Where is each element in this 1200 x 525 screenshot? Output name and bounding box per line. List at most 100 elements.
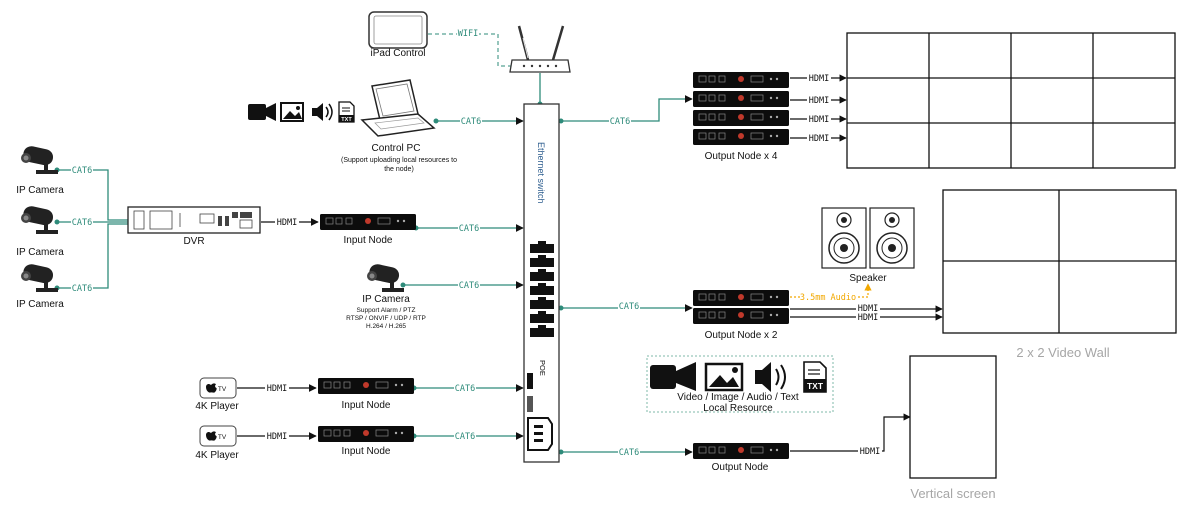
image-icon	[280, 102, 304, 122]
cat6-label: CAT6	[618, 447, 640, 458]
input-node: Input Node	[317, 377, 415, 411]
svg-text:TV: TV	[218, 386, 227, 393]
cat6-label: CAT6	[71, 283, 93, 294]
input-node: Input Node	[317, 425, 415, 457]
laptop-icon: Control PC (Support uploading local reso…	[341, 79, 457, 173]
hdmi-label: HDMI	[856, 304, 880, 314]
svg-text:CAT6: CAT6	[455, 384, 475, 394]
local-resource-panel: TXT Video / Image / Audio / Text Local R…	[646, 355, 834, 414]
audio-icon	[312, 103, 333, 121]
apple-logo-icon	[206, 383, 217, 393]
audio-icon	[755, 362, 786, 392]
vertical-screen-label: Vertical screen	[910, 486, 995, 501]
output-node-x2: Output Node x 2	[692, 289, 790, 341]
4k-player-label: 4K Player	[195, 401, 239, 412]
output-node-label: Output Node x 2	[705, 330, 778, 341]
cat6-label: CAT6	[609, 116, 631, 127]
svg-text:CAT6: CAT6	[610, 117, 630, 127]
output-node-single: Output Node	[692, 442, 790, 473]
switch-label: Ethernet switch	[536, 142, 546, 204]
local-resource-title: Local Resource	[703, 403, 773, 414]
wifi-label: WIFI	[457, 29, 479, 39]
hdmi-label: HDMI	[807, 114, 831, 125]
video-wall-large	[846, 32, 1176, 169]
svg-text:WIFI: WIFI	[458, 29, 478, 39]
ip-camera-3: IP Camera	[16, 262, 64, 310]
ip-camera-label: IP Camera	[16, 185, 64, 196]
hdmi-label: HDMI	[858, 446, 882, 457]
cat6-label: CAT6	[71, 165, 93, 176]
switch-poe-label: POE	[538, 360, 547, 376]
ipad-device: iPad Control	[368, 11, 428, 59]
svg-text:3.5mm Audio: 3.5mm Audio	[800, 293, 856, 303]
svg-text:HDMI: HDMI	[267, 384, 287, 394]
svg-text:CAT6: CAT6	[455, 432, 475, 442]
svg-text:CAT6: CAT6	[461, 117, 481, 127]
input-node-label: Input Node	[342, 446, 391, 457]
4k-player-label: 4K Player	[195, 450, 239, 461]
switch-ports	[530, 241, 554, 337]
hdmi-label: HDMI	[807, 95, 831, 106]
svg-text:HDMI: HDMI	[858, 313, 878, 323]
ip-camera-support-text: Support Alarm / PTZ	[357, 307, 416, 314]
svg-text:HDMI: HDMI	[267, 432, 287, 442]
svg-text:CAT6: CAT6	[72, 218, 92, 228]
cat6-label: CAT6	[460, 116, 482, 127]
speaker-icon: Speaker	[821, 207, 915, 284]
audio-label: 3.5mm Audio	[800, 292, 856, 303]
ethernet-switch: Ethernet switch POE	[523, 103, 560, 463]
vertical-screen: Vertical screen	[909, 355, 997, 501]
svg-text:CAT6: CAT6	[72, 284, 92, 294]
ip-camera-middle: IP Camera Support Alarm / PTZ RTSP / ONV…	[346, 262, 426, 330]
video-wall-2x2: 2 x 2 Video Wall	[942, 189, 1177, 360]
svg-text:CAT6: CAT6	[619, 448, 639, 458]
output-node-label: Output Node	[712, 462, 769, 473]
ip-camera-label: IP Camera	[16, 299, 64, 310]
speaker-label: Speaker	[849, 273, 887, 284]
svg-text:TV: TV	[218, 434, 227, 441]
svg-text:HDMI: HDMI	[809, 134, 829, 144]
connection-dots	[54, 101, 564, 455]
control-pc-note: the node)	[384, 166, 414, 173]
cat6-label: CAT6	[454, 431, 476, 442]
cat6-label: CAT6	[71, 217, 93, 228]
svg-text:HDMI: HDMI	[858, 304, 878, 314]
video-wall-label: 2 x 2 Video Wall	[1016, 345, 1109, 360]
output-node-label: Output Node x 4	[705, 151, 778, 162]
cat6-label: CAT6	[458, 223, 480, 234]
dvr-label: DVR	[183, 236, 204, 247]
hdmi-label: HDMI	[807, 73, 831, 84]
input-node: Input Node	[319, 213, 417, 246]
svg-text:CAT6: CAT6	[619, 302, 639, 312]
output-node-x4: Output Node x 4	[692, 71, 790, 162]
ip-camera-support-text: RTSP / ONVIF / UDP / RTP	[346, 315, 426, 322]
hdmi-label: HDMI	[856, 313, 880, 323]
hdmi-label: HDMI	[275, 217, 299, 228]
svg-text:TXT: TXT	[341, 117, 352, 123]
switch-indicator	[527, 373, 533, 389]
dvr-device: DVR	[127, 206, 261, 247]
hdmi-label: HDMI	[807, 133, 831, 144]
hdmi-label: HDMI	[265, 431, 289, 442]
ip-camera-2: IP Camera	[16, 204, 64, 258]
link-labels: WIFI CAT6 CAT6 CAT6 CAT6 HDMI CAT6 CAT6 …	[71, 29, 882, 458]
image-icon	[704, 362, 744, 392]
control-pc-note: (Support uploading local resources to	[341, 157, 457, 164]
hdmi-label: HDMI	[265, 383, 289, 394]
svg-text:HDMI: HDMI	[860, 447, 880, 457]
power-socket-icon	[527, 417, 553, 451]
apple-tv-player-1: TV 4K Player	[195, 377, 239, 412]
video-icon	[650, 362, 696, 391]
svg-text:CAT6: CAT6	[459, 281, 479, 291]
svg-text:HDMI: HDMI	[809, 115, 829, 125]
svg-text:HDMI: HDMI	[809, 96, 829, 106]
apple-logo-icon	[206, 431, 217, 441]
switch-indicator	[527, 396, 533, 412]
text-file-icon: TXT	[803, 361, 827, 393]
ipad-label: iPad Control	[370, 48, 425, 59]
input-node-label: Input Node	[344, 235, 393, 246]
local-resource-types: Video / Image / Audio / Text	[677, 392, 799, 403]
ip-camera-label: IP Camera	[362, 294, 410, 305]
ip-camera-support-text: H.264 / H.265	[366, 323, 406, 330]
